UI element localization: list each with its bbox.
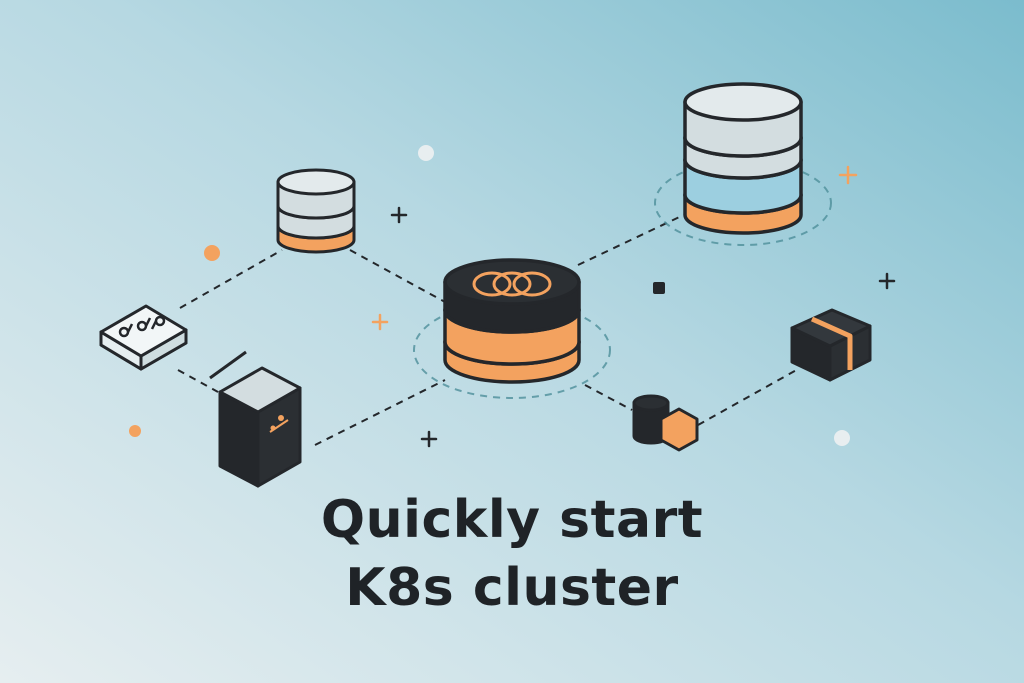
sparkle-plus-icon (371, 313, 389, 331)
package-box-icon (790, 308, 872, 382)
connector-server-hub (314, 379, 446, 446)
dot-icon (834, 430, 850, 446)
hexagon-node-icon (659, 407, 699, 452)
sparkle-plus-icons (371, 165, 896, 448)
k8s-cluster-hub-icon (443, 258, 581, 384)
network-switch-icon (99, 304, 188, 371)
sparkle-plus-icon (838, 165, 858, 185)
connector-switch-smalldb (179, 249, 283, 309)
dot-icon (418, 145, 434, 161)
sparkle-plus-icon (420, 430, 438, 448)
large-database-icon (683, 82, 803, 235)
connector-smalldb-hub (349, 249, 446, 303)
server-tower-icon (209, 350, 302, 488)
sparkle-plus-icon (390, 206, 408, 224)
headline-line-2: K8s cluster (345, 558, 679, 618)
dot-icon (129, 425, 141, 437)
dot-icon (653, 282, 665, 294)
headline-line-1: Quickly start (320, 490, 704, 550)
dot-icon (204, 245, 220, 261)
small-database-icon (276, 168, 356, 254)
decorative-dots (129, 145, 850, 446)
connector-lines (177, 211, 801, 446)
connector-pod-box (697, 367, 801, 426)
sparkle-plus-icon (878, 272, 896, 290)
connector-hub-pod (584, 384, 633, 411)
